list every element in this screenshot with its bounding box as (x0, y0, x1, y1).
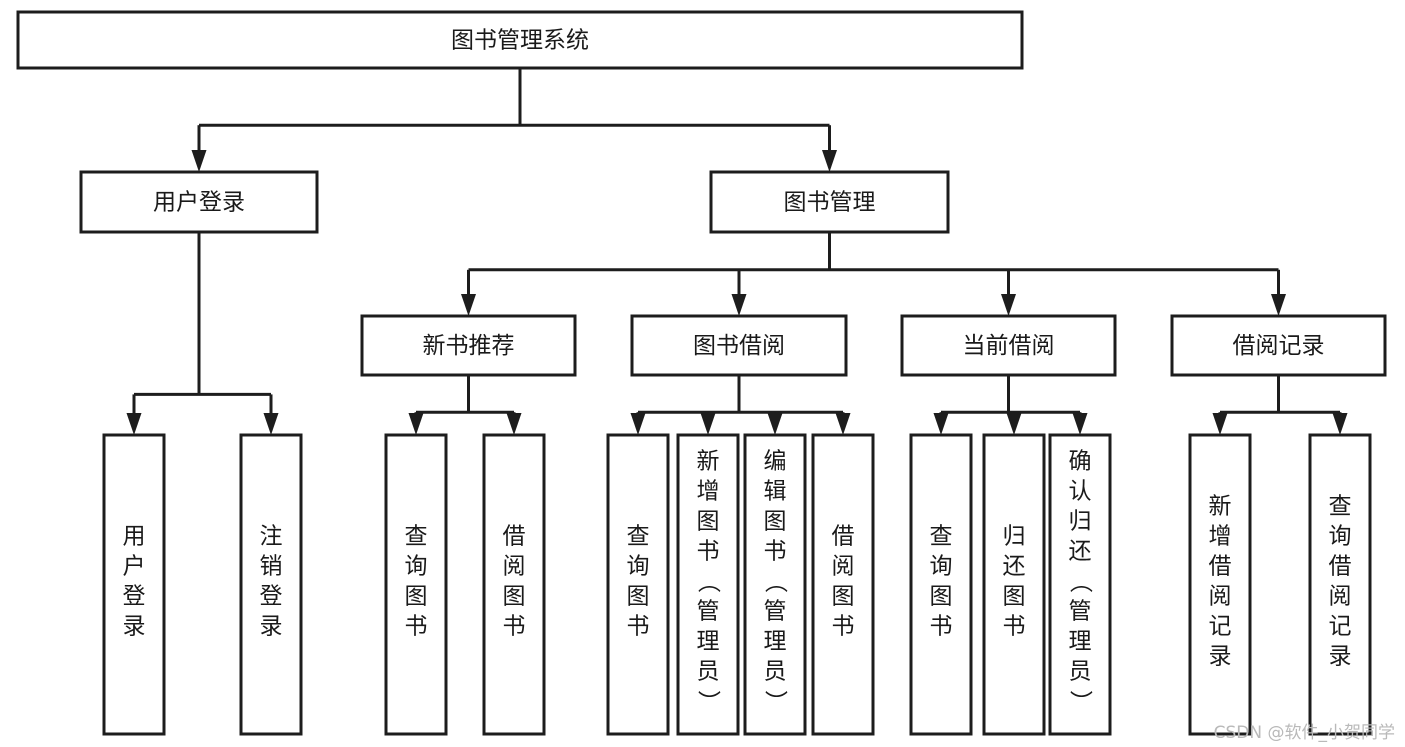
node-leaf-user-login[interactable]: 用户登录 (102, 433, 166, 736)
node-leaf-add-record[interactable]: 新增借阅记录 (1188, 433, 1252, 736)
node-box (743, 433, 807, 736)
node-box (606, 433, 670, 736)
node-box (239, 433, 303, 736)
edge-group-book-borrow (630, 375, 851, 435)
node-label: 用户登录 (123, 524, 146, 640)
node-label: 借阅图书 (503, 524, 526, 640)
edge-group-root (191, 68, 837, 172)
node-box (630, 314, 848, 377)
node-label: 新增借阅记录 (1209, 494, 1232, 670)
node-box (79, 170, 319, 234)
node-label: 编辑图书（管理员） (764, 449, 787, 715)
arrowhead-icon (1332, 413, 1348, 435)
node-box (909, 433, 973, 736)
node-label: 查询图书 (930, 524, 953, 640)
node-label-bracket: ） (762, 690, 788, 713)
arrowhead-icon (191, 150, 207, 172)
arrowhead-icon (731, 294, 747, 316)
arrowhead-icon (461, 294, 476, 316)
node-label: 借阅图书 (832, 524, 855, 640)
arrowhead-icon (700, 413, 716, 435)
arrowhead-icon (1006, 413, 1022, 435)
node-label: 新增图书（管理员） (697, 449, 720, 715)
node-label-bracket: （ (1067, 570, 1093, 593)
arrowhead-icon (126, 413, 142, 435)
edge-group-new-book-rec (408, 375, 522, 435)
node-label: 图书管理系统 (451, 28, 589, 54)
node-user-login[interactable]: 用户登录 (79, 170, 319, 234)
node-label: 查询图书 (405, 524, 428, 640)
arrowhead-icon (1212, 413, 1228, 435)
arrowhead-icon (263, 413, 279, 435)
node-layer: 图书管理系统用户登录图书管理新书推荐图书借阅当前借阅借阅记录用户登录注销登录查询… (16, 10, 1387, 736)
edge-layer (126, 68, 1348, 435)
node-box (900, 314, 1117, 377)
node-new-book-rec[interactable]: 新书推荐 (360, 314, 577, 377)
node-leaf-return-book[interactable]: 归还图书 (982, 433, 1046, 736)
arrowhead-icon (835, 413, 851, 435)
node-label: 查询借阅记录 (1329, 494, 1352, 670)
node-label-bracket: （ (695, 570, 721, 593)
node-box (102, 433, 166, 736)
edge-group-borrow-record (1212, 375, 1348, 435)
node-leaf-query-book-cur[interactable]: 查询图书 (909, 433, 973, 736)
node-box (1170, 314, 1387, 377)
watermark-label: CSDN @软件_小贺同学 (1213, 723, 1395, 743)
node-label: 当前借阅 (963, 333, 1055, 359)
node-box (811, 433, 875, 736)
node-leaf-borrow-book[interactable]: 借阅图书 (811, 433, 875, 736)
node-leaf-query-book-rec[interactable]: 查询图书 (384, 433, 448, 736)
node-box (676, 433, 740, 736)
node-root[interactable]: 图书管理系统 (16, 10, 1024, 70)
node-leaf-add-book[interactable]: 新增图书（管理员）（ ） (676, 433, 740, 736)
edge-group-current-borrow (933, 375, 1088, 435)
node-leaf-confirm-return[interactable]: 确认归还（管理员）（ ） (1048, 433, 1112, 736)
node-label-bracket: ） (695, 690, 721, 713)
node-box (1308, 433, 1372, 736)
node-box (1048, 433, 1112, 736)
node-book-borrow[interactable]: 图书借阅 (630, 314, 848, 377)
node-label: 借阅记录 (1233, 333, 1325, 359)
node-box (1188, 433, 1252, 736)
node-leaf-edit-book[interactable]: 编辑图书（管理员）（ ） (743, 433, 807, 736)
node-box (16, 10, 1024, 70)
arrowhead-icon (506, 413, 522, 435)
node-label-bracket: ） (1067, 690, 1093, 713)
arrowhead-icon (630, 413, 646, 435)
arrowhead-icon (1072, 413, 1088, 435)
node-label: 图书借阅 (693, 333, 785, 359)
node-box (482, 433, 546, 736)
node-leaf-query-book[interactable]: 查询图书 (606, 433, 670, 736)
node-label: 归还图书 (1003, 524, 1026, 640)
node-box (360, 314, 577, 377)
node-label-bracket: （ (762, 570, 788, 593)
arrowhead-icon (822, 150, 837, 172)
node-label: 注销登录 (260, 524, 283, 640)
node-leaf-borrow-book-rec[interactable]: 借阅图书 (482, 433, 546, 736)
node-borrow-record[interactable]: 借阅记录 (1170, 314, 1387, 377)
node-box (982, 433, 1046, 736)
node-label: 确认归还（管理员） (1069, 449, 1092, 715)
arrowhead-icon (767, 413, 783, 435)
node-label: 用户登录 (153, 190, 245, 216)
node-label: 图书管理 (784, 190, 876, 216)
node-box (384, 433, 448, 736)
node-leaf-query-record[interactable]: 查询借阅记录 (1308, 433, 1372, 736)
node-label: 新书推荐 (423, 333, 515, 359)
node-box (709, 170, 950, 234)
arrowhead-icon (933, 413, 949, 435)
edge-group-book-manage (461, 232, 1286, 316)
arrowhead-icon (1001, 294, 1016, 316)
node-label: 查询图书 (627, 524, 650, 640)
arrowhead-icon (1271, 294, 1286, 316)
node-current-borrow[interactable]: 当前借阅 (900, 314, 1117, 377)
arrowhead-icon (408, 413, 424, 435)
node-leaf-logout[interactable]: 注销登录 (239, 433, 303, 736)
edge-group-user-login (126, 232, 279, 435)
node-book-manage[interactable]: 图书管理 (709, 170, 950, 234)
